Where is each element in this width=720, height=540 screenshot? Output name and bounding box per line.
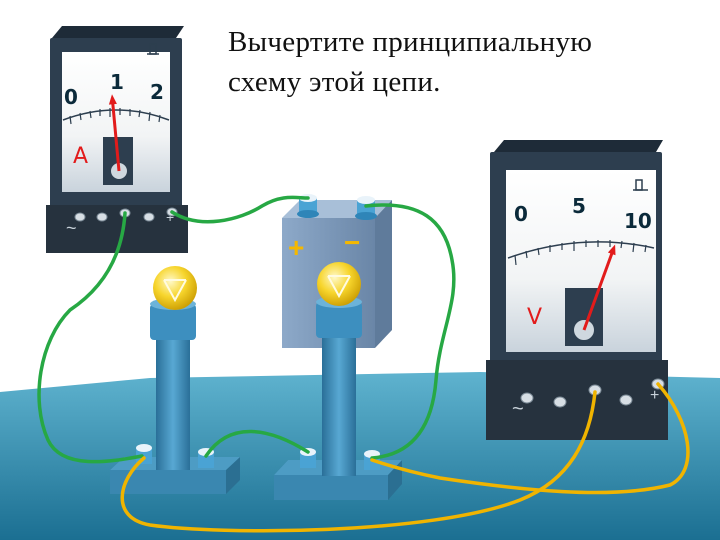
wire-battery-to-right-lamp [364,203,456,460]
voltmeter-plus-sign: + [650,387,659,404]
voltmeter: 0 5 10 V ~ + [486,140,668,440]
bulb-right [317,262,361,306]
bulb-left [153,266,197,310]
voltmeter-scale-10: 10 [624,209,652,233]
voltmeter-needle-tip [607,244,616,256]
ammeter-scale-0: 0 [64,85,78,109]
voltmeter-ac-sign: ~ [512,398,524,420]
ammeter-scale-2: 2 [150,80,164,104]
ammeter-scale-1: 1 [110,70,124,94]
battery-plus-sign: + [288,232,304,263]
ammeter-ticks [69,108,161,125]
ammeter: 0 1 2 A ~ + [46,26,188,253]
battery-minus-sign: − [344,227,360,258]
wires-green [37,195,456,464]
voltmeter-symbol: V [527,305,542,330]
voltmeter-terminals [520,378,665,408]
battery-terminal-plus [297,194,319,218]
wires-yellow [120,382,690,533]
wire-ammeter-to-battery [170,195,310,224]
wire-voltmeter-to-right-lamp [370,382,690,495]
battery-terminal-minus [355,196,377,220]
wire-voltmeter-to-left-lamp [120,390,597,533]
ammeter-plus-sign: + [166,209,174,225]
ammeter-symbol: A [73,144,88,169]
ammeter-needle [110,99,121,172]
voltmeter-needle [582,248,615,331]
ammeter-terminals [74,207,178,222]
ammeter-ac-sign: ~ [66,218,77,238]
task-line-1: Вычертите принципиальную [228,26,593,58]
lamp-stand-right [274,296,402,500]
ammeter-needle-tip [108,94,117,105]
task-text: Вычертите принципиальную схему этой цепи… [228,22,693,102]
wire-left-lamp-to-right-lamp [204,429,310,458]
voltmeter-scale-0: 0 [514,202,528,226]
voltmeter-scale-5: 5 [572,194,586,218]
wire-ammeter-to-left-lamp [37,211,144,464]
voltmeter-ticks [514,240,647,266]
task-line-2: схему этой цепи. [228,66,441,98]
